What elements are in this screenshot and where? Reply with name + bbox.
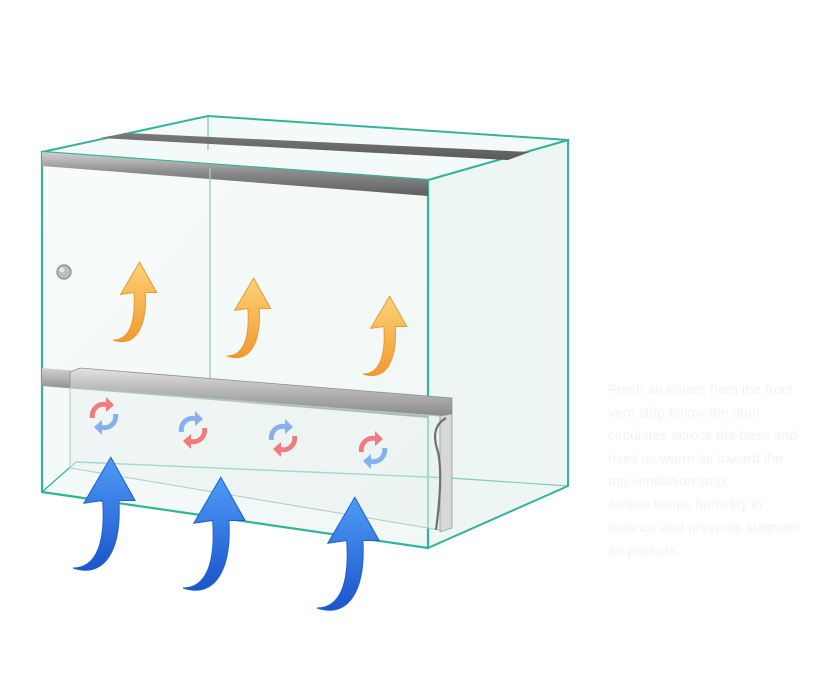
caption-line: rises as warm air toward the bbox=[608, 450, 784, 466]
inflow-arrow-middle bbox=[182, 476, 246, 591]
power-cable bbox=[433, 417, 447, 531]
warm-arrow-left bbox=[112, 261, 158, 342]
warm-arrow-right bbox=[362, 295, 408, 376]
inflow-arrow-right bbox=[316, 496, 380, 611]
warm-air-arrows bbox=[112, 261, 408, 376]
circulation-2 bbox=[178, 411, 208, 449]
circulation-arrows bbox=[89, 397, 388, 469]
caption-line: Airflow keeps humidity in bbox=[608, 496, 763, 512]
warm-arrow-middle bbox=[226, 277, 272, 358]
caption-line: Fresh air enters from the front bbox=[608, 381, 794, 397]
caption-line: air pockets. bbox=[608, 542, 680, 558]
caption-line: top ventilation strip. bbox=[608, 473, 729, 489]
top-vent-strip-front bbox=[42, 152, 428, 196]
floor-side-edge bbox=[449, 477, 569, 487]
heating-vent-bar bbox=[69, 367, 453, 533]
door-knob bbox=[56, 264, 72, 280]
circulation-3 bbox=[268, 419, 298, 457]
inflow-arrow-left bbox=[72, 456, 136, 571]
inflow-air-arrows bbox=[72, 456, 380, 611]
caption-line: balance and prevents stagnant bbox=[608, 519, 800, 535]
circulation-1 bbox=[89, 397, 119, 435]
circulation-4 bbox=[358, 431, 388, 469]
door-knob-highlight bbox=[59, 267, 65, 273]
caption-line: vent strip below the door, bbox=[608, 404, 764, 420]
caption-text: Fresh air enters from the front vent str… bbox=[608, 378, 830, 562]
top-vent-strip-rear bbox=[100, 133, 530, 160]
caption-line: circulates across the base and bbox=[608, 427, 798, 443]
